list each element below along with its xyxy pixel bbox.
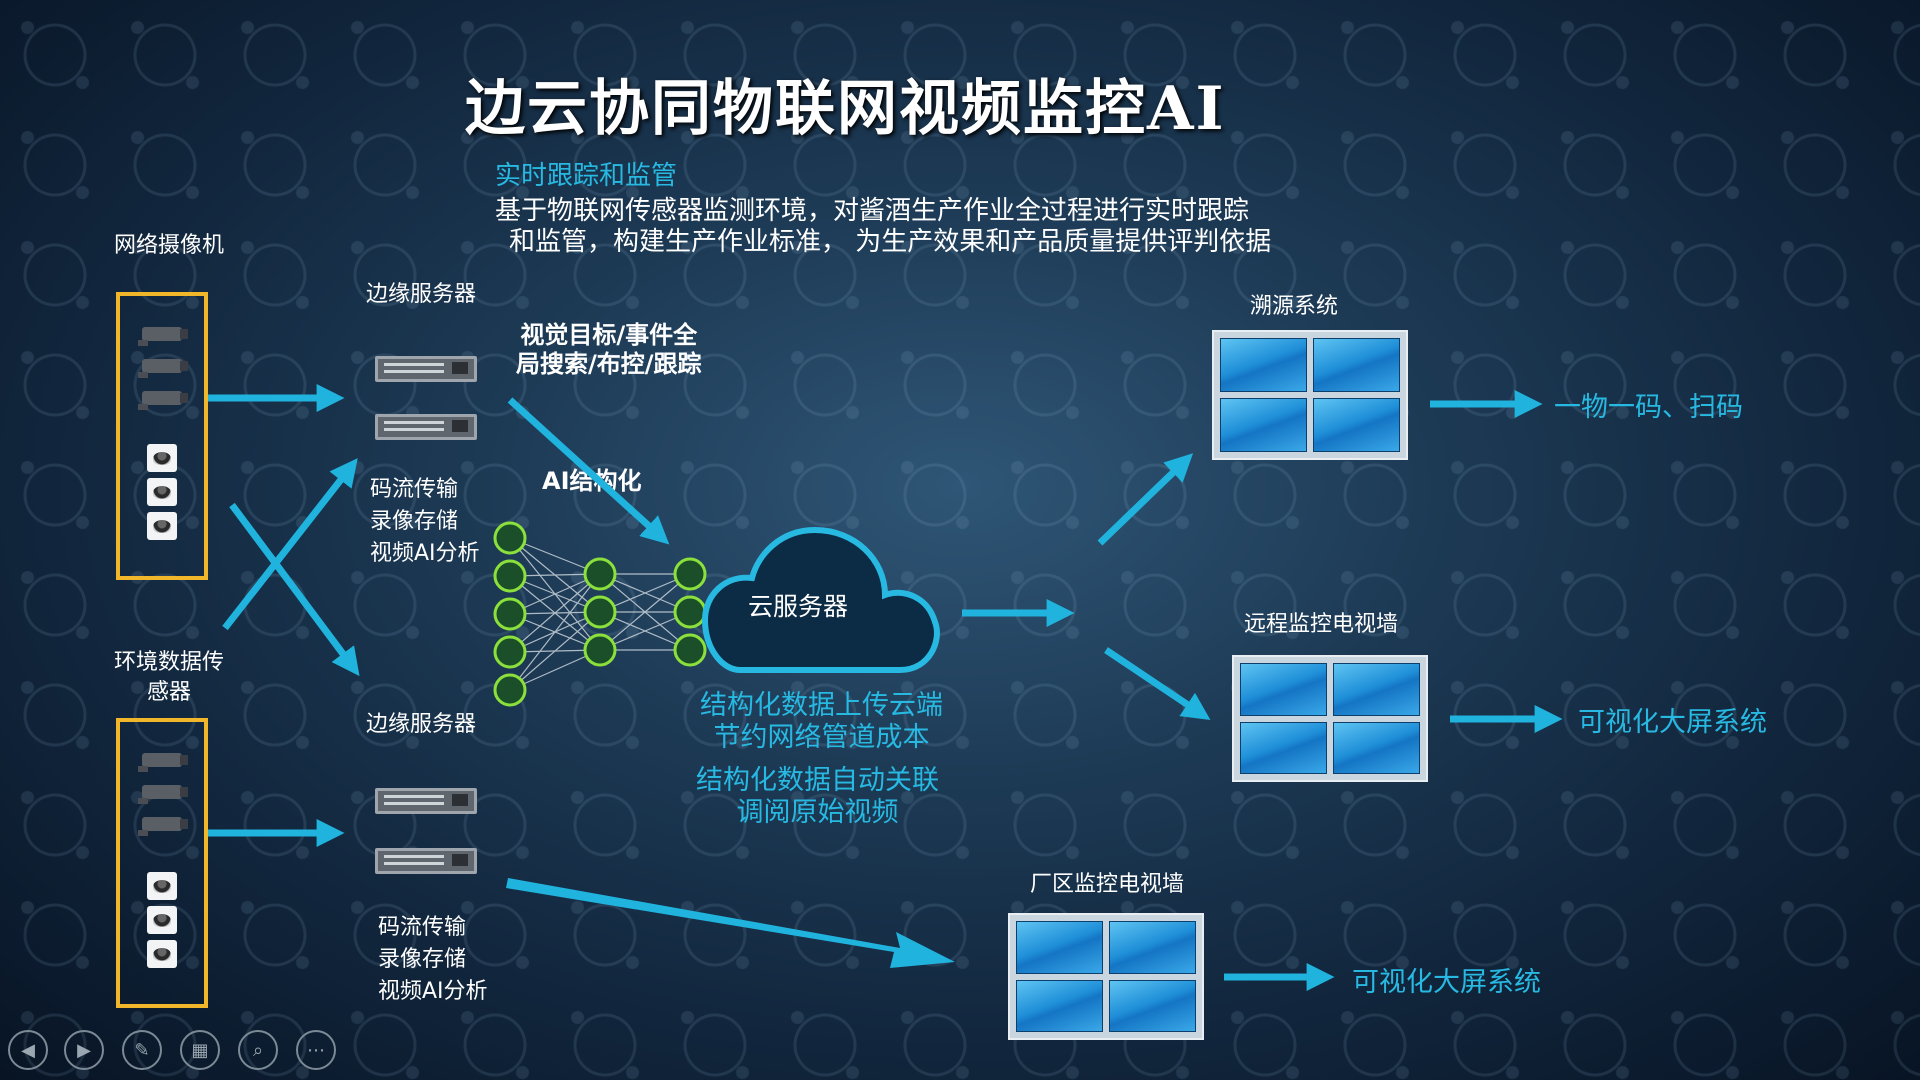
arrow-to-remote-wall bbox=[1104, 647, 1211, 721]
factory-wall-label: 厂区监控电视墙 bbox=[1030, 872, 1185, 897]
subtitle: 实时跟踪和监管 bbox=[495, 161, 678, 191]
screen-panel bbox=[1333, 721, 1420, 774]
screen-panel bbox=[1240, 721, 1327, 774]
rack-server-icon bbox=[375, 788, 477, 814]
env-sensor-label-line2: 感器 bbox=[147, 680, 192, 705]
dome-camera-icon bbox=[147, 444, 177, 472]
stream-info-bottom: 码流传输 录像存储 视频AI分析 bbox=[378, 912, 488, 1008]
remote-monitor-wall bbox=[1232, 655, 1428, 782]
bullet-camera-icon bbox=[138, 785, 188, 804]
struct-upload-line2: 节约网络管道成本 bbox=[713, 722, 930, 753]
vision-search-label: 视觉目标/事件全 局搜索/布控/跟踪 bbox=[516, 321, 702, 379]
trace-output-label: 一物一码、扫码 bbox=[1554, 392, 1743, 423]
struct-link-line2: 调阅原始视频 bbox=[736, 797, 899, 828]
cloud-shape bbox=[701, 526, 940, 673]
arrow-sensor-to-edge-top bbox=[222, 458, 358, 631]
prev-icon[interactable]: ◀ bbox=[8, 1030, 48, 1070]
stream-info-bottom-line: 码流传输 bbox=[378, 915, 467, 940]
struct-upload-text: 结构化数据上传云端 节约网络管道成本 bbox=[700, 690, 943, 754]
description-line-1: 基于物联网传感器监测环境，对酱酒生产作业全过程进行实时跟踪 bbox=[495, 196, 1250, 226]
camera-group-top bbox=[116, 292, 208, 580]
bullet-camera-icon bbox=[138, 327, 188, 346]
dome-camera-icon bbox=[147, 872, 177, 900]
trace-system-wall bbox=[1212, 330, 1408, 460]
struct-link-line1: 结构化数据自动关联 bbox=[696, 765, 939, 796]
screen-panel bbox=[1333, 663, 1420, 716]
bullet-camera-icon bbox=[138, 817, 188, 836]
stream-info-top-line: 码流传输 bbox=[370, 477, 459, 502]
bullet-camera-icon bbox=[138, 753, 188, 772]
camera-group-bottom bbox=[116, 718, 208, 1008]
screen-panel bbox=[1109, 979, 1196, 1032]
bullet-camera-icon bbox=[138, 359, 188, 378]
network-camera-label: 网络摄像机 bbox=[114, 233, 225, 258]
description: 基于物联网传感器监测环境，对酱酒生产作业全过程进行实时跟踪 和监管，构建生产作业… bbox=[495, 196, 1271, 258]
dome-camera-icon bbox=[147, 512, 177, 540]
screen-panel bbox=[1240, 663, 1327, 716]
stream-info-top-line: 视频AI分析 bbox=[370, 541, 480, 566]
factory-output-label: 可视化大屏系统 bbox=[1352, 967, 1541, 998]
stream-info-top: 码流传输 录像存储 视频AI分析 bbox=[370, 474, 480, 570]
more-icon[interactable]: ⋯ bbox=[296, 1030, 336, 1070]
bullet-camera-icon bbox=[138, 391, 188, 410]
env-sensor-label: 环境数据传 感器 bbox=[114, 648, 224, 708]
struct-link-text: 结构化数据自动关联 调阅原始视频 bbox=[696, 765, 939, 829]
env-sensor-label-line1: 环境数据传 bbox=[114, 650, 225, 675]
page-title: 边云协同物联网视频监控AI bbox=[465, 74, 1226, 144]
screen-panel bbox=[1220, 338, 1307, 392]
screen-panel bbox=[1016, 979, 1103, 1032]
struct-upload-line1: 结构化数据上传云端 bbox=[700, 690, 943, 721]
factory-monitor-wall bbox=[1008, 913, 1204, 1040]
arrow-edge-to-factory-wall bbox=[506, 878, 955, 968]
stream-info-bottom-line: 录像存储 bbox=[378, 947, 467, 972]
stream-info-bottom-line: 视频AI分析 bbox=[378, 979, 488, 1004]
vision-search-label-line1: 视觉目标/事件全 bbox=[520, 321, 698, 349]
remote-wall-label: 远程监控电视墙 bbox=[1244, 612, 1399, 637]
arrow-to-trace-system bbox=[1097, 453, 1194, 546]
zoom-icon[interactable]: ⌕ bbox=[238, 1030, 278, 1070]
description-line-2: 和监管，构建生产作业标准， 为生产效果和产品质量提供评判依据 bbox=[509, 227, 1272, 257]
screen-panel bbox=[1313, 338, 1400, 392]
edge-server-label-bottom: 边缘服务器 bbox=[366, 712, 477, 737]
rack-server-icon bbox=[375, 414, 477, 440]
dome-camera-icon bbox=[147, 478, 177, 506]
screen-panel bbox=[1220, 398, 1307, 452]
trace-system-label: 溯源系统 bbox=[1250, 294, 1339, 319]
slides-icon[interactable]: ▦ bbox=[180, 1030, 220, 1070]
screen-panel bbox=[1313, 398, 1400, 452]
screen-panel bbox=[1109, 921, 1196, 974]
rack-server-icon bbox=[375, 848, 477, 874]
rack-server-icon bbox=[375, 356, 477, 382]
edge-server-label-top: 边缘服务器 bbox=[366, 282, 477, 307]
screen-panel bbox=[1016, 921, 1103, 974]
remote-output-label: 可视化大屏系统 bbox=[1578, 707, 1767, 738]
arrow-cam-to-edge-bottom-cross bbox=[229, 502, 360, 677]
pen-icon[interactable]: ✎ bbox=[122, 1030, 162, 1070]
arrow-edge-to-cloud bbox=[507, 397, 670, 545]
dome-camera-icon bbox=[147, 940, 177, 968]
stream-info-top-line: 录像存储 bbox=[370, 509, 459, 534]
vision-search-label-line2: 局搜索/布控/跟踪 bbox=[516, 350, 702, 378]
dome-camera-icon bbox=[147, 906, 177, 934]
cloud-server-label: 云服务器 bbox=[748, 592, 849, 621]
neural-network-nodes bbox=[493, 521, 707, 707]
next-icon[interactable]: ▶ bbox=[64, 1030, 104, 1070]
